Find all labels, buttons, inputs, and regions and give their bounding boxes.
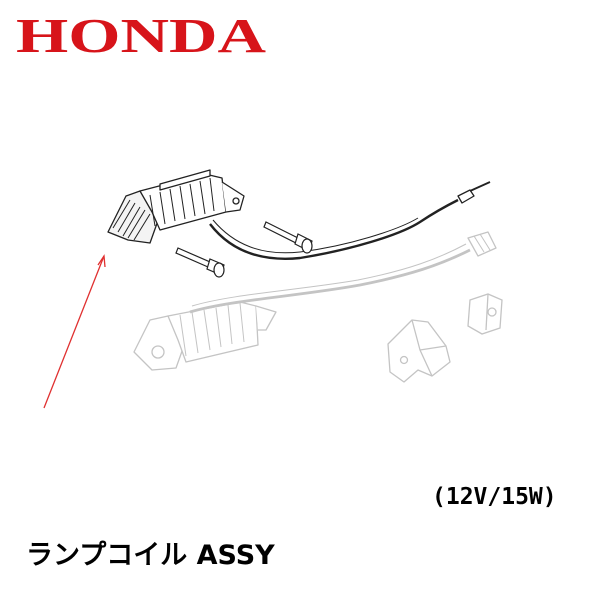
lamp-coil-highlighted bbox=[107, 169, 491, 260]
bolt-lower bbox=[175, 247, 225, 278]
spec-label: (12V/15W) bbox=[432, 484, 557, 510]
bracket-reference bbox=[387, 319, 451, 383]
grommet-reference bbox=[467, 293, 503, 335]
svg-text:HONDA: HONDA bbox=[16, 10, 267, 60]
part-name-label: ランプコイル ASSY bbox=[26, 540, 275, 571]
highlight-arrow bbox=[43, 254, 106, 409]
bolt-upper bbox=[263, 221, 313, 254]
lamp-coil-reference bbox=[133, 231, 497, 371]
honda-logo: HONDA bbox=[16, 10, 267, 60]
